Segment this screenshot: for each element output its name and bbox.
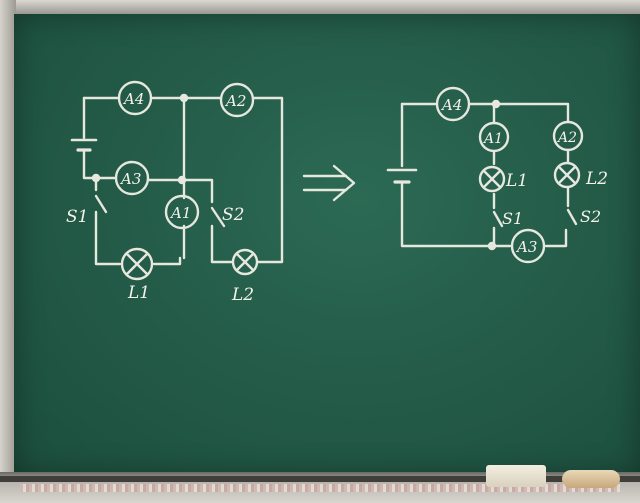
left-a1-label: A1 [169, 204, 191, 222]
left-ammeter-a2 [219, 82, 255, 118]
chalkboard [14, 14, 640, 476]
left-a4-label: A4 [122, 90, 144, 108]
right-ammeter-a3 [510, 228, 546, 264]
left-lamp-l1 [120, 247, 154, 281]
board-frame-top [0, 0, 640, 16]
left-l2-label: L2 [231, 285, 254, 305]
left-ammeter-a3 [114, 160, 150, 196]
right-a4-label: A4 [440, 96, 462, 114]
right-ammeter-a1 [478, 121, 510, 153]
right-l1-label: L1 [505, 171, 528, 191]
chalk-piece [562, 470, 620, 488]
chalk-tray-rail [0, 476, 640, 482]
left-ammeter-a4 [117, 80, 153, 116]
right-circuit [386, 86, 584, 264]
right-s2-label: S2 [580, 207, 601, 226]
board-eraser [486, 465, 546, 487]
right-a2-label: A2 [556, 130, 577, 146]
board-frame-left [0, 0, 16, 503]
left-l1-label: L1 [127, 283, 150, 303]
right-s1-label: S1 [502, 209, 523, 228]
right-a3-label: A3 [515, 238, 537, 256]
left-ammeter-a1 [164, 194, 200, 230]
right-a1-label: A1 [482, 131, 503, 147]
left-s2-label: S2 [222, 205, 244, 225]
left-a2-label: A2 [224, 92, 246, 110]
transform-arrow [302, 164, 356, 202]
right-lamp-l1 [478, 165, 506, 193]
left-lamp-l2 [231, 248, 259, 276]
left-a3-label: A3 [119, 170, 141, 188]
chalk-dust [20, 484, 620, 492]
right-l2-label: L2 [585, 169, 608, 189]
right-ammeter-a4 [435, 86, 471, 122]
right-ammeter-a2 [552, 120, 584, 152]
left-s1-label: S1 [66, 207, 88, 227]
right-lamp-l2 [553, 161, 581, 189]
left-circuit [70, 80, 284, 281]
